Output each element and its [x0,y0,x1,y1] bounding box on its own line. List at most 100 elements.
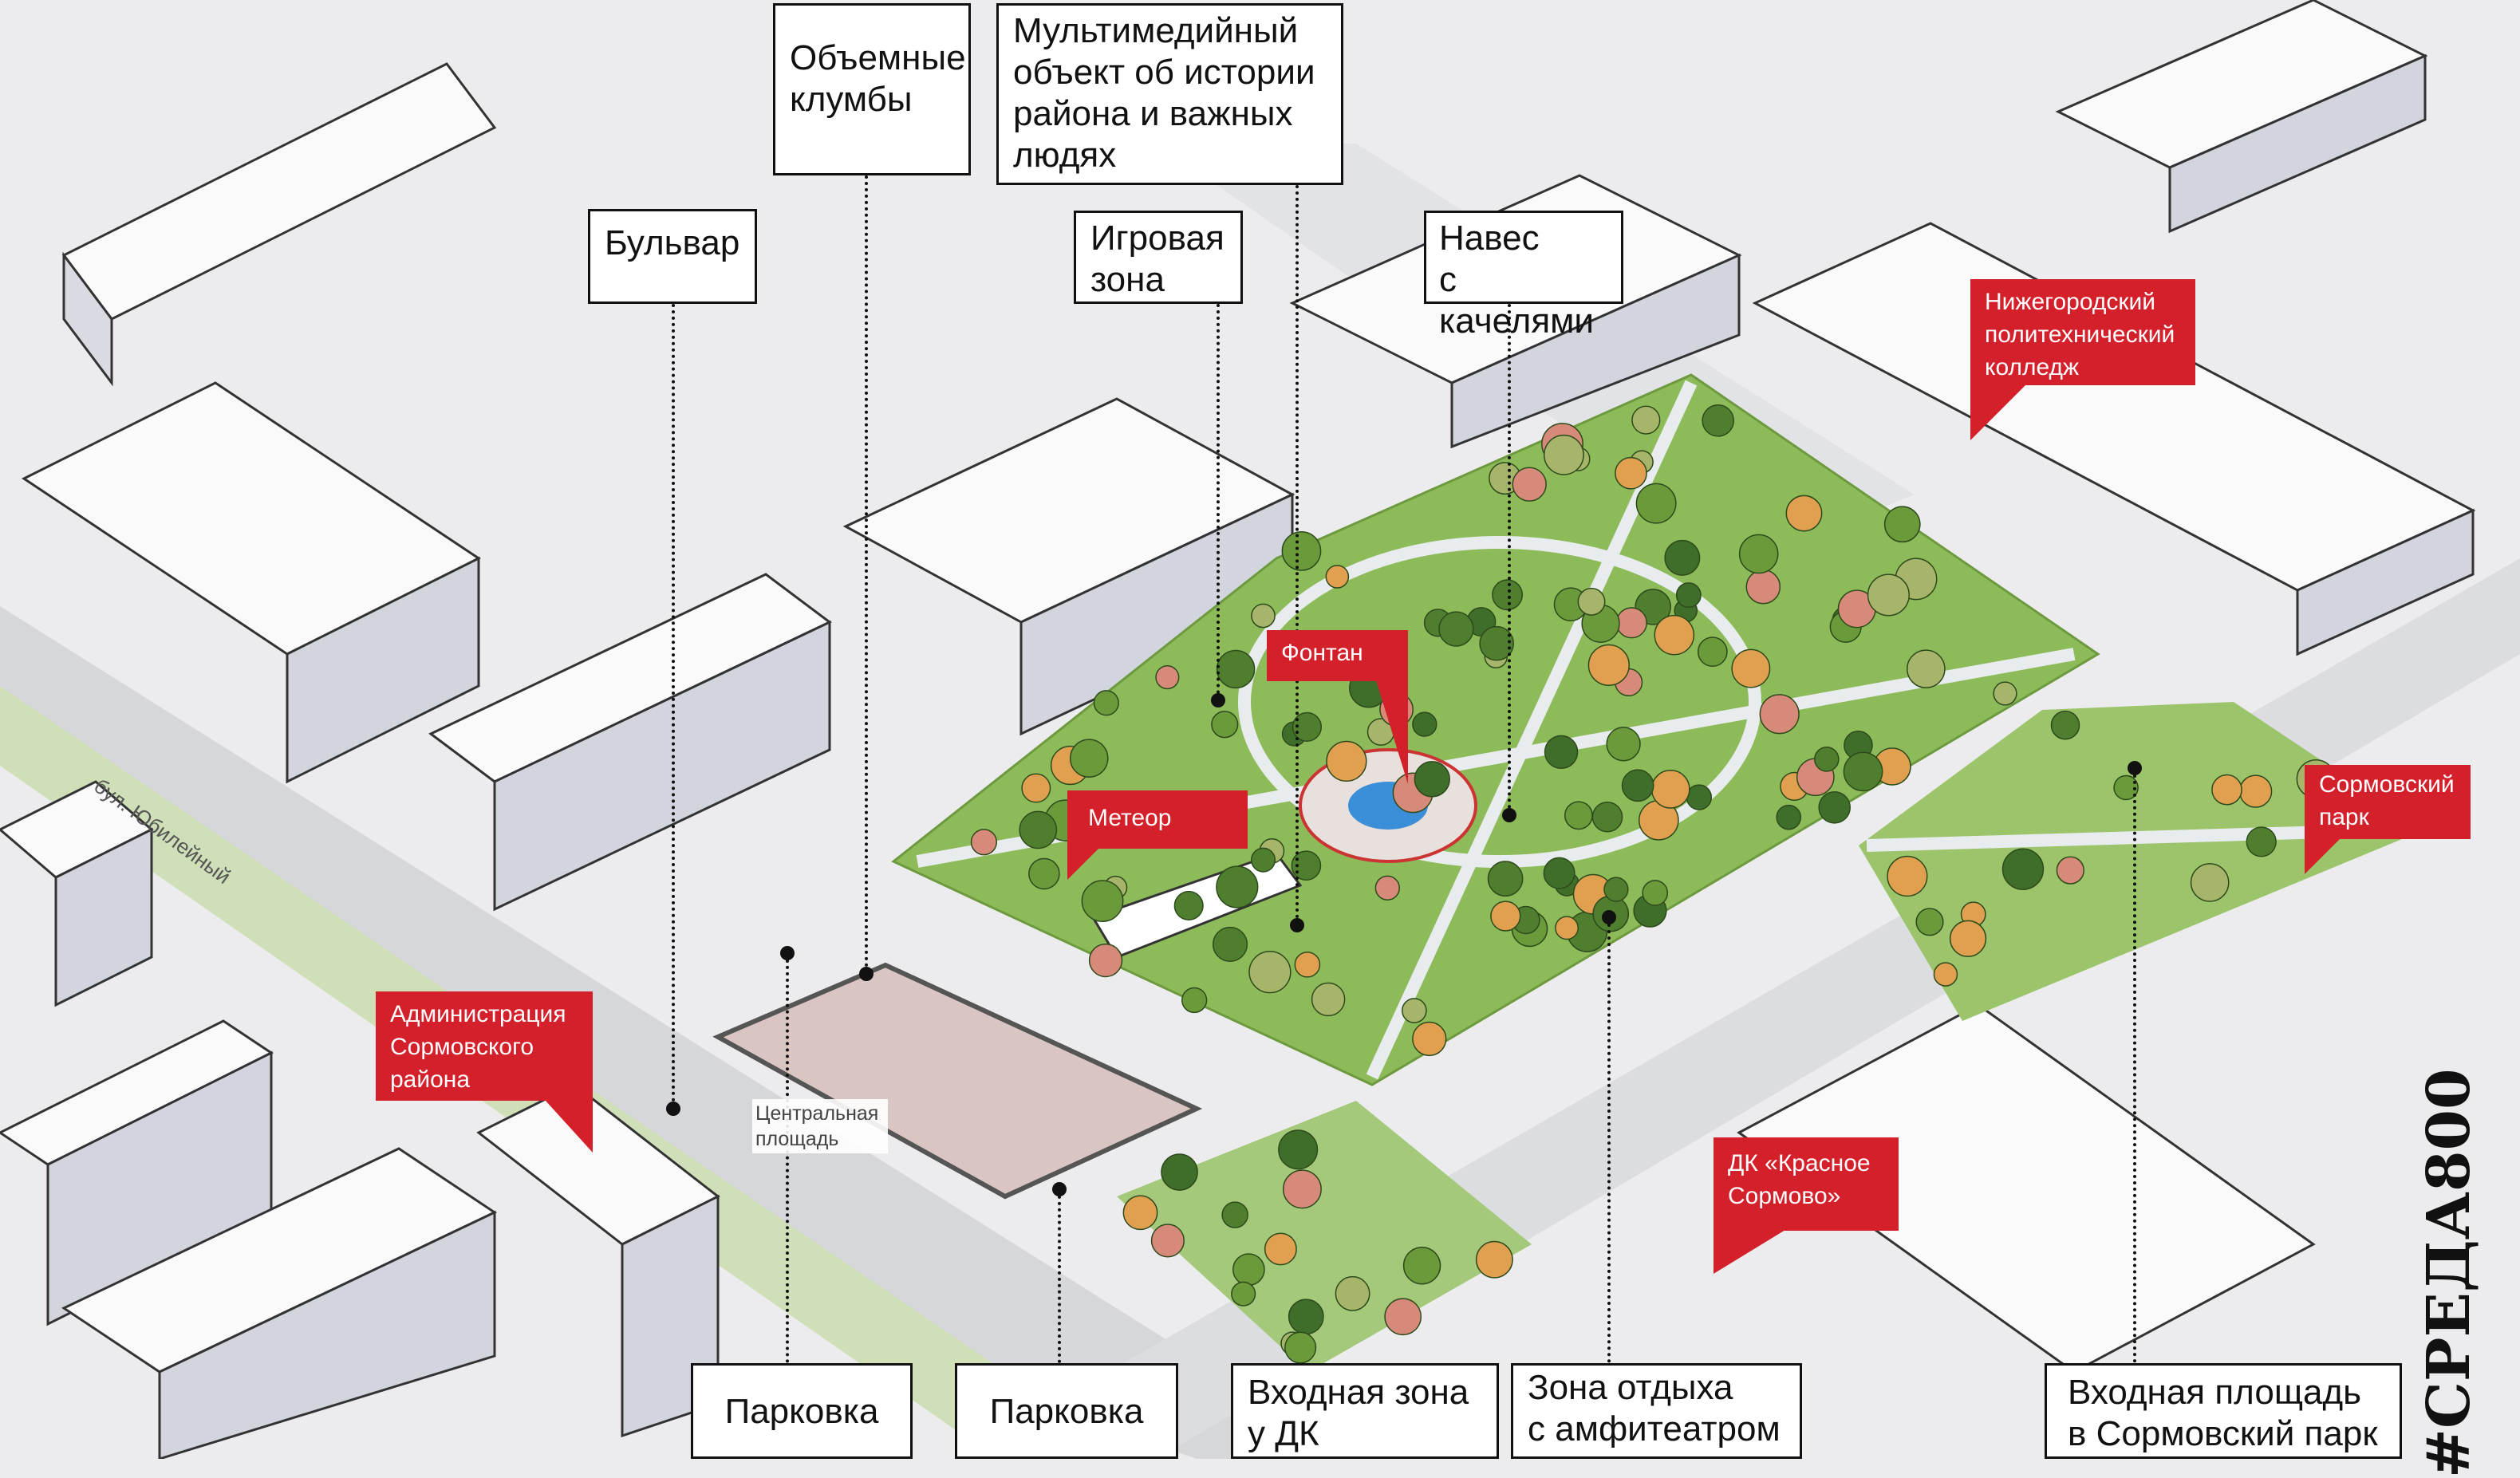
tree [1887,855,1928,897]
landmark-fountain: Фонтан [1267,630,1408,681]
tree [1993,681,2017,706]
tree [1281,530,1322,571]
tree [970,829,998,856]
tree [1591,801,1623,833]
tree [1490,901,1521,932]
tree [1412,711,1437,737]
tree [1264,1232,1297,1266]
tree [1883,506,1921,543]
tree [1325,565,1350,589]
tree [1814,747,1840,772]
tree [1785,495,1823,532]
tree [1081,880,1124,923]
tree [1686,784,1713,810]
tree [1221,1201,1248,1228]
buildings [0,0,2476,1459]
leader-dot [1211,693,1225,707]
leader-dot [1502,808,1516,822]
tree [1412,1021,1447,1057]
tree [1088,943,1123,978]
tree [1487,861,1524,897]
leader-line [865,175,868,974]
tree [1479,625,1514,661]
leader-line [672,304,675,1109]
tree [1374,875,1400,901]
tree [1181,987,1208,1014]
entrance-dk-area [1117,1101,1532,1372]
tree [2056,856,2084,885]
tree [1216,865,1259,908]
tree [1675,582,1702,609]
landmark-meteor: Метеор [1067,790,1248,849]
tree [1211,711,1239,739]
tree [1294,951,1321,978]
tree [1093,690,1119,716]
tree [1731,648,1771,688]
leader-line [1058,1189,1061,1363]
tree [1631,405,1661,435]
tree [1028,857,1060,890]
tree [1603,877,1629,902]
tree [2211,774,2242,806]
tree [1216,649,1256,689]
leader-dot [780,946,795,960]
tree [1745,569,1781,605]
tree [1654,614,1695,656]
tree [1402,1247,1441,1285]
landmark-dk: ДК «Красное Сормово» [1714,1137,1899,1231]
tree [1292,711,1323,743]
tree [1326,740,1367,782]
tree [1173,890,1204,920]
label-flowerbeds: Объемные клумбы [773,3,971,175]
tree [1621,769,1654,802]
tree [1438,611,1474,647]
tree [1251,603,1276,629]
leader-dot [859,967,874,981]
label-amphitheatre: Зона отдыха с амфитеатром [1511,1363,1802,1459]
tree [1069,739,1109,778]
label-central-square: Центральная площадь [752,1099,888,1153]
tree [1738,534,1779,574]
tree [1907,649,1946,688]
tree [1231,1281,1256,1307]
label-playground: Игровая зона [1074,211,1243,304]
tree [1577,587,1606,616]
tree [1212,926,1248,963]
label-entrance-park: Входная площадь в Сормовский парк [2045,1363,2402,1459]
tree [1384,1298,1422,1336]
landmark-administration: Администрация Сормовского района [376,991,593,1101]
leader-dot [666,1102,680,1116]
label-multimedia: Мультимедийный объект об истории района … [996,3,1343,185]
tree [1492,579,1523,611]
tree [1606,727,1641,762]
central-square [712,962,1203,1200]
tree [1543,857,1575,889]
trees [970,404,2336,1364]
leader-dot [1052,1182,1067,1196]
tree [2190,863,2230,902]
tree [1650,769,1690,809]
leader-line [1607,917,1611,1363]
label-parking-2: Парковка [955,1363,1178,1459]
tree [1544,735,1579,770]
tree [1122,1195,1158,1231]
tree [1615,456,1647,490]
tree [1475,1240,1513,1279]
tree [1512,467,1547,502]
tree [1615,607,1647,639]
tree [2238,774,2273,808]
tree [1543,434,1584,475]
leader-line [2133,768,2136,1363]
tree [1949,920,1987,957]
tree [2050,710,2080,740]
tree [1402,998,1427,1023]
tree [2113,774,2139,801]
tree [2246,826,2277,857]
label-entrance-dk: Входная зона у ДК [1231,1363,1499,1459]
tree [1161,1153,1198,1191]
tree [1635,483,1677,524]
watermark: #СРЕДА800 [2415,1068,2483,1478]
label-canopy: Навес с качелями [1424,211,1623,341]
tree [1232,1253,1265,1287]
